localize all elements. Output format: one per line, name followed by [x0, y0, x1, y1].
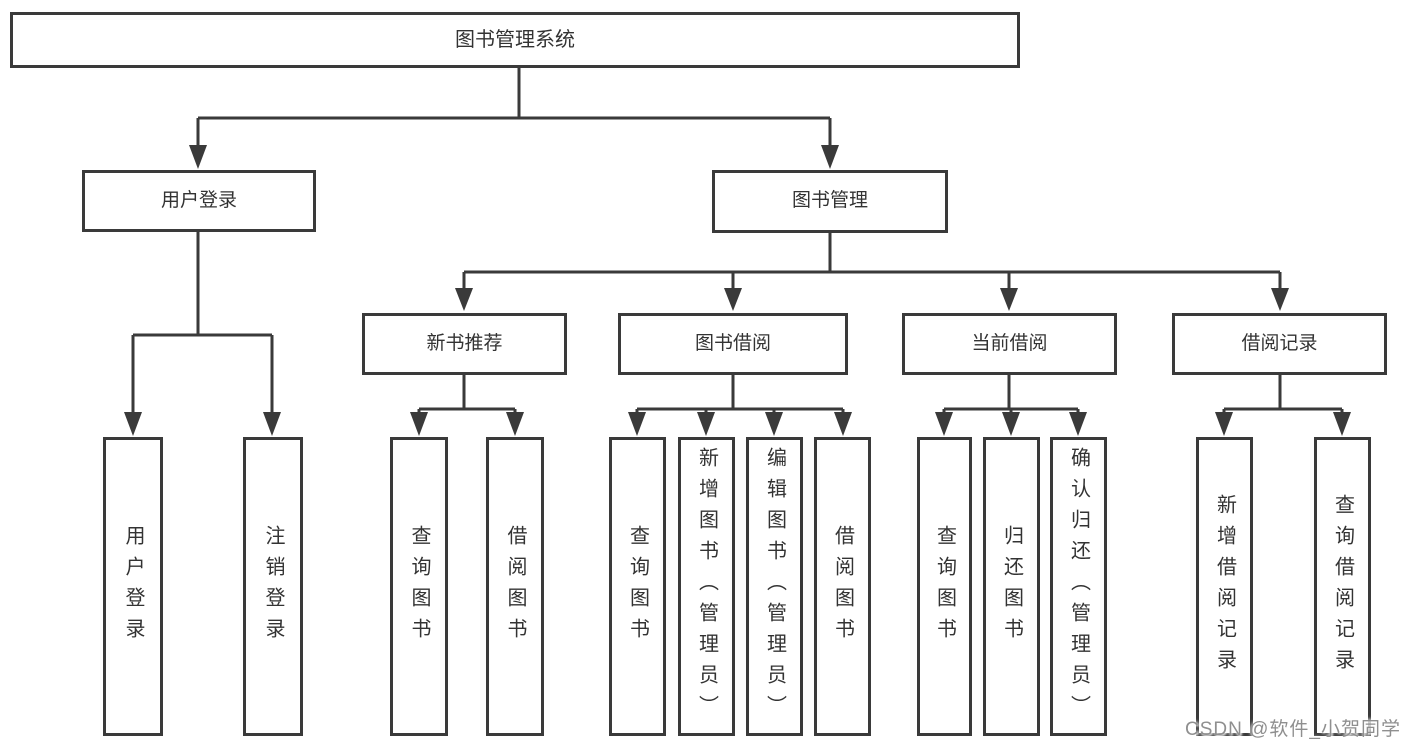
connector-line: [417, 375, 517, 418]
leaf-borrowing-borrow-books: 借阅图书: [814, 437, 871, 736]
leaf-borrowing-edit-books-admin: 编辑图书（管理员）: [746, 437, 803, 736]
arrowhead: [1002, 412, 1020, 436]
node-label: 用户登录: [160, 189, 237, 211]
arrowhead: [506, 412, 524, 436]
node-label: 借阅图书: [831, 524, 854, 649]
node-label: 新增借阅记录: [1213, 493, 1236, 680]
connector-current-branch: [935, 375, 1087, 436]
arrowhead: [765, 412, 783, 436]
connector-line: [942, 375, 1080, 418]
connector-user-login-branch: [124, 232, 281, 436]
node-label: 查询借阅记录: [1331, 493, 1354, 680]
node-label: 确认归还（管理员）: [1067, 447, 1090, 726]
arrowhead: [189, 145, 207, 169]
node-label: 编辑图书（管理员）: [763, 447, 786, 726]
arrowhead: [263, 412, 281, 436]
leaf-recommend-borrow-books: 借阅图书: [486, 437, 544, 736]
node-label: 借阅图书: [504, 524, 526, 649]
connector-line: [635, 375, 845, 418]
arrowhead: [124, 412, 142, 436]
arrowhead: [1215, 412, 1233, 436]
leaf-logout: 注销登录: [243, 437, 303, 736]
arrowhead: [724, 288, 742, 311]
node-new-book-recommendation: 新书推荐: [362, 313, 567, 375]
node-user-login: 用户登录: [82, 170, 316, 232]
node-label: 注销登录: [262, 524, 284, 649]
leaf-recommend-query-books: 查询图书: [390, 437, 448, 736]
leaf-borrowing-add-books-admin: 新增图书（管理员）: [678, 437, 735, 736]
arrowhead: [1333, 412, 1351, 436]
leaf-borrowing-query-books: 查询图书: [609, 437, 666, 736]
node-label: 新书推荐: [426, 332, 503, 354]
csdn-watermark: CSDN @软件_小贺同学: [1185, 719, 1401, 740]
connector-line: [1222, 375, 1344, 418]
leaf-current-query-books: 查询图书: [917, 437, 972, 736]
node-label: 用户登录: [122, 524, 144, 649]
arrowhead: [1000, 288, 1018, 311]
connector-line: [196, 68, 832, 152]
arrowhead: [697, 412, 715, 436]
arrowhead: [410, 412, 428, 436]
leaf-records-add-record: 新增借阅记录: [1196, 437, 1253, 736]
node-label: 当前借阅: [971, 332, 1048, 354]
arrowhead: [1069, 412, 1087, 436]
leaf-user-login: 用户登录: [103, 437, 163, 736]
arrowhead: [821, 145, 839, 169]
leaf-records-query-record: 查询借阅记录: [1314, 437, 1371, 736]
arrowhead: [455, 288, 473, 311]
arrowhead: [628, 412, 646, 436]
node-label: 归还图书: [1000, 524, 1023, 649]
node-borrowing-records: 借阅记录: [1172, 313, 1387, 375]
arrowhead: [1271, 288, 1289, 311]
connector-line: [131, 232, 274, 418]
connector-root-to-level1: [189, 68, 839, 169]
node-current-borrowing: 当前借阅: [902, 313, 1117, 375]
node-label: 借阅记录: [1241, 332, 1318, 354]
leaf-current-return-books: 归还图书: [983, 437, 1040, 736]
connector-borrowing-branch: [628, 375, 852, 436]
node-label: 查询图书: [933, 524, 956, 649]
node-label: 图书管理系统: [455, 29, 575, 51]
connector-records-branch: [1215, 375, 1351, 436]
arrowhead: [935, 412, 953, 436]
connector-line: [462, 233, 1282, 294]
node-label: 查询图书: [626, 524, 649, 649]
node-label: 图书借阅: [694, 332, 771, 354]
connector-new-book-branch: [410, 375, 524, 436]
node-book-borrowing: 图书借阅: [618, 313, 848, 375]
connector-book-mgmt-branch: [455, 233, 1289, 311]
node-label: 查询图书: [408, 524, 430, 649]
node-book-management: 图书管理: [712, 170, 948, 233]
node-label: 新增图书（管理员）: [695, 447, 718, 726]
node-label: 图书管理: [791, 190, 868, 212]
node-library-system: 图书管理系统: [10, 12, 1020, 68]
leaf-current-confirm-return-admin: 确认归还（管理员）: [1050, 437, 1107, 736]
arrowhead: [834, 412, 852, 436]
